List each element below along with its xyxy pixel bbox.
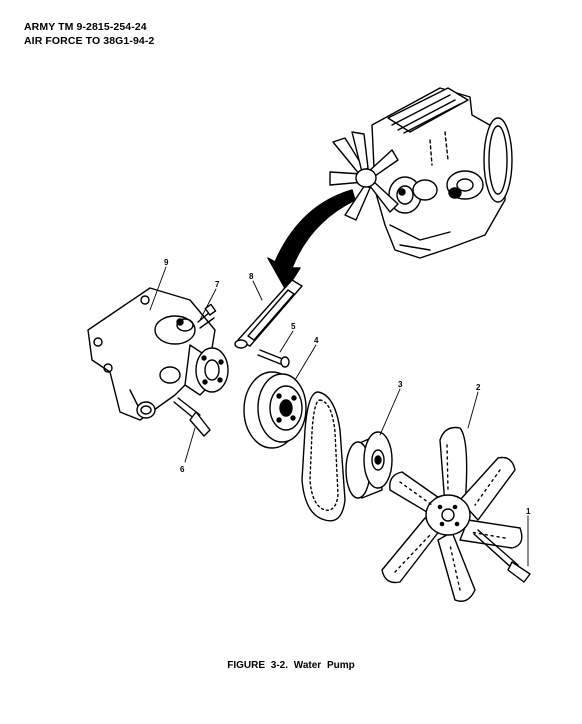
callout-6: 6 — [180, 465, 185, 474]
water-pump-housing — [87, 287, 229, 421]
callout-numbers: 1 2 3 4 5 6 7 8 9 — [164, 258, 531, 516]
cooling-fan — [381, 426, 523, 602]
pump-bracket — [234, 279, 303, 349]
callout-4: 4 — [314, 336, 319, 345]
pulley — [243, 371, 307, 449]
capscrew-6 — [173, 397, 211, 437]
callout-leader-lines — [149, 266, 529, 567]
fan-spacer — [345, 431, 393, 499]
document-header: ARMY TM 9-2815-254-24 AIR FORCE TO 38G1-… — [24, 20, 154, 48]
capscrew-5 — [257, 349, 290, 368]
callout-2: 2 — [476, 383, 481, 392]
army-tm-number: ARMY TM 9-2815-254-24 — [24, 21, 147, 33]
capscrew-1 — [473, 529, 531, 583]
figure-caption: FIGURE 3-2. Water Pump — [227, 660, 355, 671]
callout-1: 1 — [526, 507, 531, 516]
engine-block-drawing — [329, 87, 513, 259]
pump-bolts — [197, 303, 217, 329]
callout-7: 7 — [215, 280, 220, 289]
air-force-to-number: AIR FORCE TO 38G1-94-2 — [24, 35, 155, 47]
engine-fan-small — [329, 131, 399, 221]
callout-3: 3 — [398, 380, 403, 389]
callout-8: 8 — [249, 272, 254, 281]
direction-arrow — [267, 189, 356, 291]
callout-5: 5 — [291, 322, 296, 331]
callout-9: 9 — [164, 258, 169, 267]
drive-belt — [301, 391, 346, 522]
